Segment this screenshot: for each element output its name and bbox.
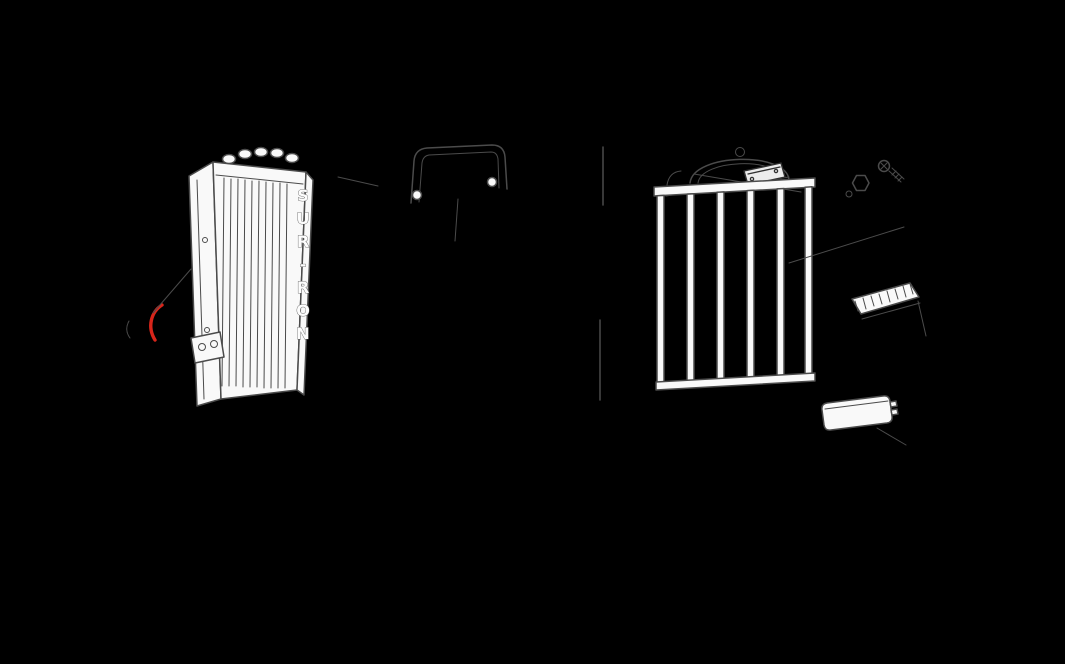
- plate-leader-line: [876, 427, 907, 446]
- battery-body: [212, 161, 307, 400]
- fastener-icons: [845, 159, 905, 198]
- battery-mount-bracket: [190, 331, 225, 364]
- plate-connector: [889, 400, 898, 408]
- cage-bars: [656, 186, 813, 387]
- battery-right-face: [296, 171, 314, 396]
- left-arc-mark: [126, 320, 131, 339]
- cage-knob: [735, 147, 745, 157]
- highlighted-clip: [149, 303, 164, 342]
- handle-bolt-hole: [486, 176, 498, 188]
- handle-dash-line: [337, 176, 379, 187]
- pad-hatching: [854, 283, 914, 312]
- clip-leader-line: [152, 268, 192, 314]
- washer-icon: [845, 190, 853, 198]
- cage-top-rim: [653, 177, 816, 197]
- base-plate: [821, 395, 907, 446]
- battery-terminals: [221, 146, 300, 165]
- hex-nut-icon: [851, 174, 870, 192]
- plate-connector: [890, 408, 899, 416]
- divider-line: [599, 146, 604, 401]
- pad-leader-line: [917, 300, 927, 337]
- cage-bottom-rim: [655, 372, 816, 391]
- battery-pack: SUR-RON: [188, 146, 314, 407]
- battery-top-edge-line: [215, 174, 304, 185]
- battery-cage: [653, 147, 816, 391]
- handle-bolt-hole: [411, 189, 423, 201]
- handle-leader-line: [454, 198, 459, 242]
- battery-fins: [221, 177, 288, 389]
- battery-left-panel-crease: [196, 179, 205, 400]
- screw-icon: [877, 159, 905, 183]
- handle-outer-edge: [410, 144, 508, 204]
- cage-leader-line: [788, 226, 905, 264]
- rubber-pad: [851, 282, 927, 337]
- battery-panel-screw: [202, 237, 208, 243]
- handle-bracket: [337, 144, 508, 242]
- handle-inner-edge: [418, 151, 500, 203]
- battery-logo-text: SUR-RON: [294, 186, 313, 347]
- battery-panel-screw: [204, 327, 210, 333]
